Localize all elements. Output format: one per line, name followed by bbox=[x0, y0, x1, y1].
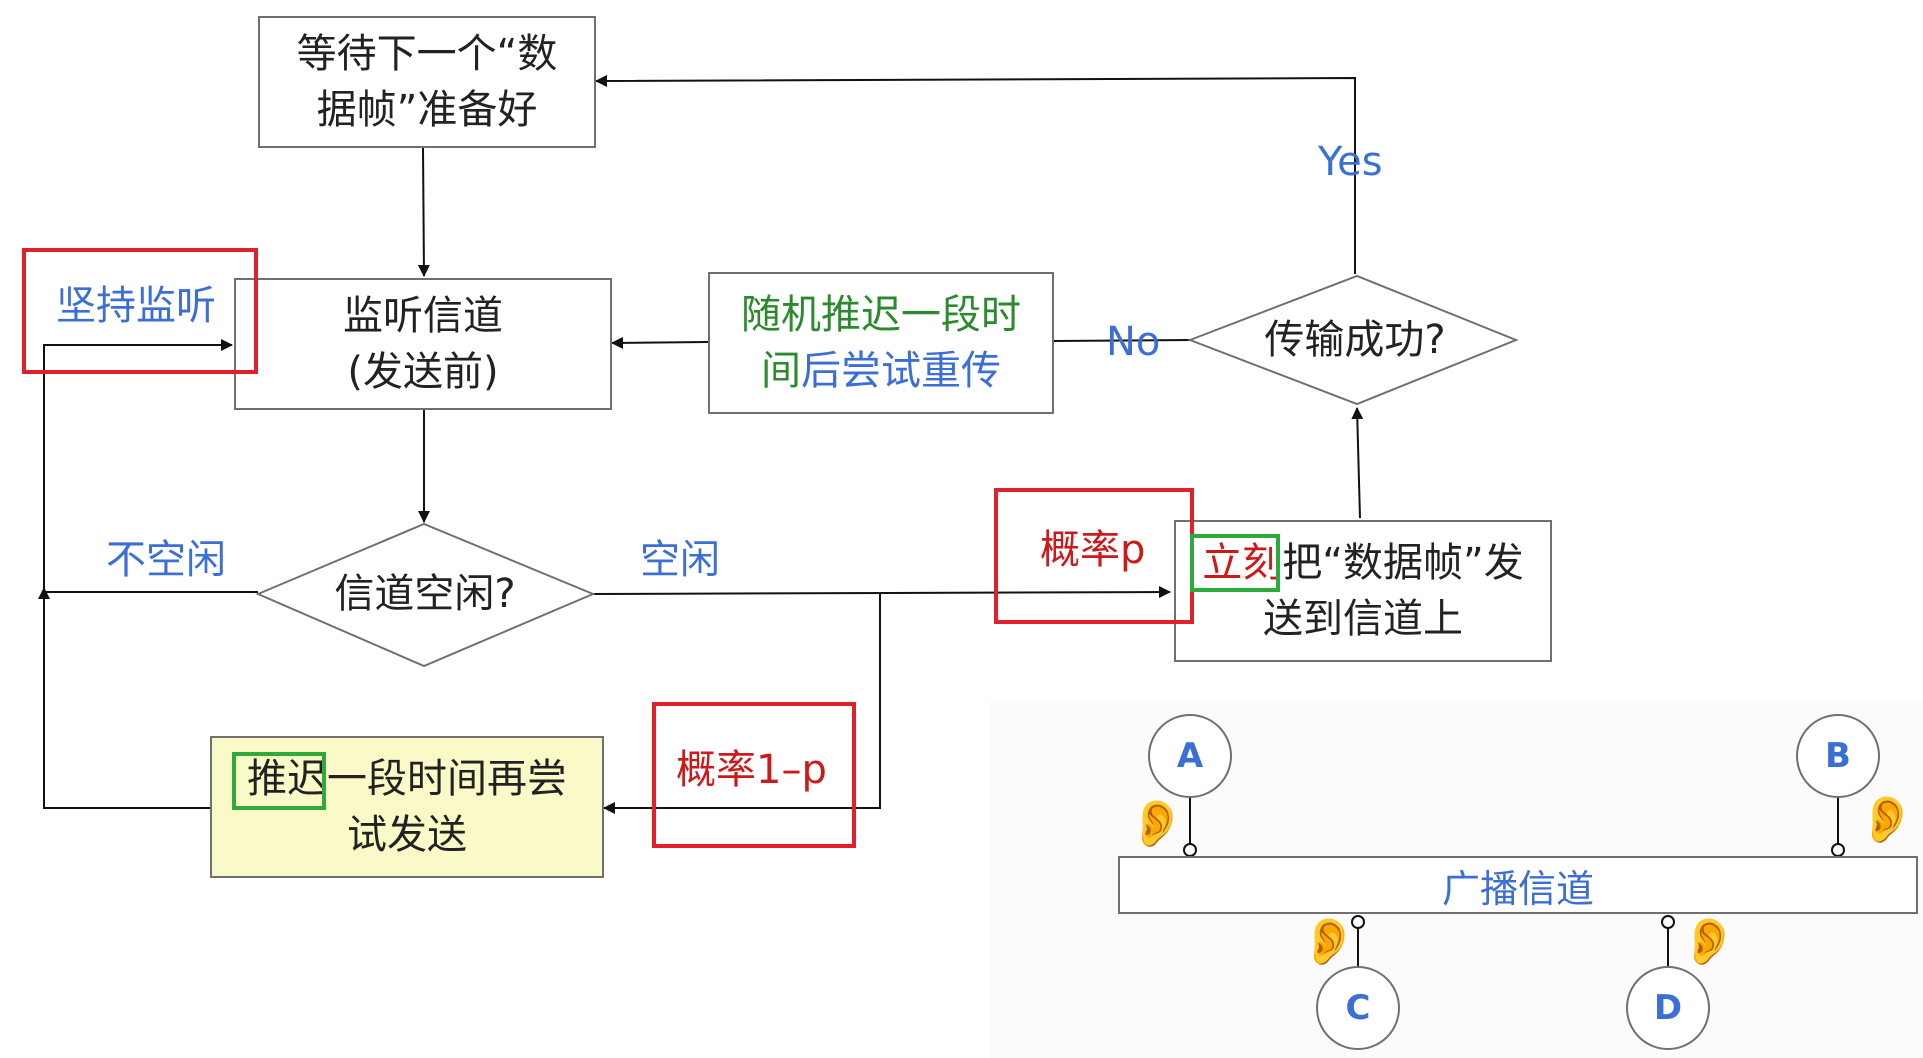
node-d: D bbox=[1626, 966, 1710, 1050]
yes-label: Yes bbox=[1318, 139, 1383, 185]
prob-1-minus-p-label: 概率1–p bbox=[676, 747, 827, 793]
diamond-tx-success-shape bbox=[1187, 274, 1519, 406]
diamond-tx-success-label: 传输成功? bbox=[1264, 317, 1446, 363]
arrow-delay-loop bbox=[38, 587, 210, 809]
send-now-rest-line1: 把“数据帧”发 bbox=[1282, 540, 1524, 586]
delay-prefix: 推迟 bbox=[247, 756, 327, 802]
arrow-to-delay bbox=[603, 594, 881, 814]
listen-channel-line2: (发送前) bbox=[347, 349, 499, 395]
arrow-idle-to-send bbox=[592, 586, 1171, 599]
keep-listening-label: 坚持监听 bbox=[56, 283, 216, 329]
ear-icon: 👂 bbox=[1858, 792, 1916, 846]
delay-line1: 推迟一段时间再尝 bbox=[247, 751, 567, 807]
highlight-delay-prefix bbox=[232, 752, 326, 810]
not-idle-label: 不空闲 bbox=[106, 537, 226, 583]
broadcast-channel-bus: 广播信道 bbox=[1118, 856, 1918, 914]
idle-label: 空闲 bbox=[640, 537, 720, 583]
delay-rest-line1: 一段时间再尝 bbox=[327, 756, 567, 802]
wait-ready-line2: 据帧”准备好 bbox=[316, 87, 538, 133]
no-label: No bbox=[1106, 319, 1161, 365]
send-now-line1: 立刻把“数据帧”发 bbox=[1202, 535, 1523, 591]
ear-icon: 👂 bbox=[1128, 796, 1186, 850]
ear-icon: 👂 bbox=[1680, 914, 1738, 968]
random-backoff-box: 随机推迟一段时 间后尝试重传 bbox=[708, 272, 1054, 414]
arrow-send-to-success bbox=[1351, 407, 1364, 519]
node-b: B bbox=[1796, 714, 1880, 798]
diamond-channel-idle-label: 信道空闲? bbox=[334, 571, 516, 617]
node-a: A bbox=[1148, 714, 1232, 798]
highlight-prob-1-minus-p bbox=[652, 702, 856, 848]
random-backoff-line1: 随机推迟一段时 bbox=[741, 292, 1021, 338]
send-now-prefix: 立刻 bbox=[1202, 540, 1283, 586]
arrow-backoff-to-listen bbox=[611, 336, 709, 349]
delay-line2: 试发送 bbox=[347, 812, 467, 858]
prob-p-label: 概率p bbox=[1040, 527, 1146, 573]
listen-channel-line1: 监听信道 bbox=[343, 293, 503, 339]
random-backoff-line2: 间后尝试重传 bbox=[761, 348, 1001, 394]
wait-ready-line1: 等待下一个“数 bbox=[296, 31, 558, 77]
line-no bbox=[1051, 339, 1191, 342]
highlight-prob-p bbox=[994, 488, 1194, 624]
arrow-not-idle-loop bbox=[43, 339, 258, 593]
node-c: C bbox=[1316, 966, 1400, 1050]
send-now-line2: 送到信道上 bbox=[1263, 596, 1463, 642]
wait-ready-box: 等待下一个“数 据帧”准备好 bbox=[258, 16, 596, 148]
ear-icon: 👂 bbox=[1300, 914, 1358, 968]
listen-channel-box: 监听信道 (发送前) bbox=[234, 278, 612, 410]
highlight-keep-listening bbox=[22, 248, 258, 374]
highlight-send-now-prefix bbox=[1190, 534, 1280, 592]
arrow-wait-to-listen bbox=[417, 147, 430, 277]
diamond-channel-idle-shape bbox=[255, 522, 596, 668]
arrow-yes bbox=[595, 74, 1356, 274]
